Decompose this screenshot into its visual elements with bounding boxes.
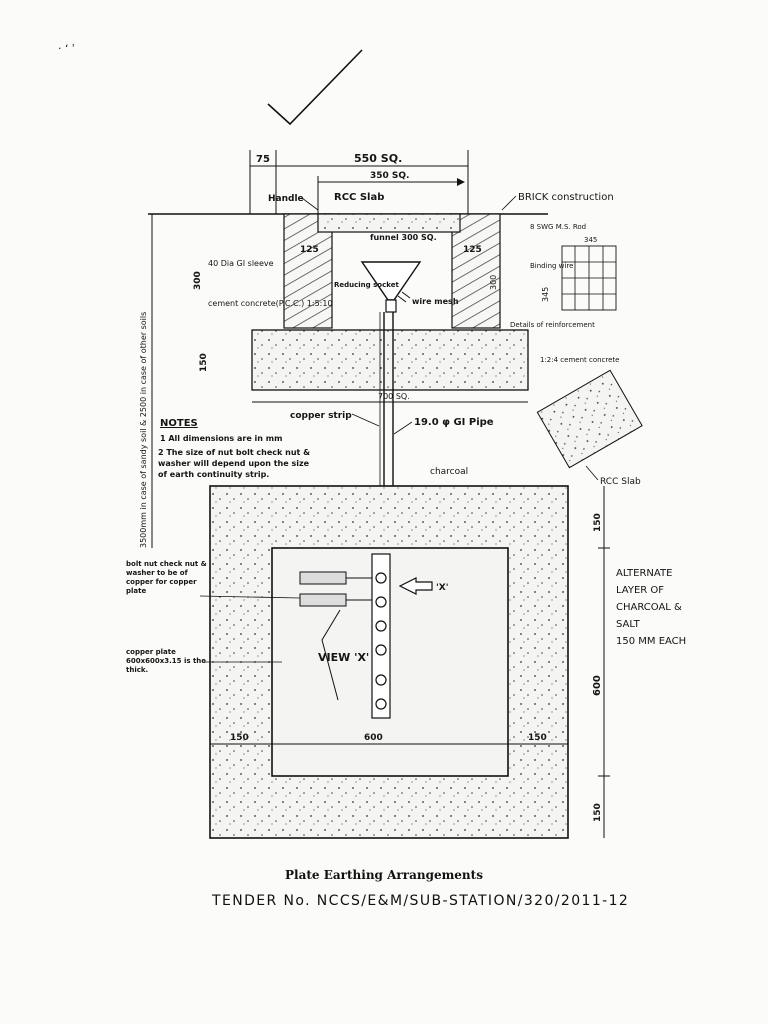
- label-concrete-mix: 1:2:4 cement concrete: [540, 356, 620, 364]
- alt-line-1: ALTERNATE: [616, 568, 672, 579]
- notes-heading: NOTES: [160, 418, 198, 429]
- alt-line-5: 150 MM EACH: [616, 636, 686, 647]
- label-binding-wire: Binding wire: [530, 262, 573, 270]
- top-dimensions: 75 550 SQ. 350 SQ.: [249, 150, 469, 214]
- brick-wall-left: [283, 213, 333, 329]
- dim-wall-height-right: 300: [489, 275, 498, 290]
- rcc-slab: [317, 213, 461, 233]
- label-cement: cement concrete(P.C.C.) 1:5:10: [208, 299, 333, 308]
- label-bolt-note: bolt nut check nut & washer to be of cop…: [126, 560, 207, 595]
- notes-block: NOTES 1 All dimensions are in mm 2 The s…: [158, 418, 311, 479]
- dim-mesh-height: 345: [541, 287, 550, 302]
- brick-wall-right: [451, 213, 501, 329]
- drawing-caption: Plate Earthing Arrangements: [285, 868, 483, 882]
- dim-outer-width: 550 SQ.: [354, 152, 402, 165]
- dim-pit-bottom: 150: [593, 803, 603, 822]
- label-swg: 8 SWG M.S. Rod: [530, 223, 586, 231]
- label-reinforcement: Details of reinforcement: [510, 321, 595, 329]
- dim-pit-top: 150: [593, 513, 603, 532]
- view-x-arrow-icon: [398, 577, 433, 595]
- margin-scribble: · ʻ ʾ: [58, 42, 75, 55]
- chamber-section: [148, 213, 548, 391]
- label-wire-mesh: wire mesh: [412, 297, 459, 306]
- label-rcc-slab-small: RCC Slab: [600, 477, 641, 487]
- label-handle: Handle: [268, 194, 304, 204]
- label-brick: BRICK construction: [518, 192, 614, 203]
- dim-wall-right: 125: [463, 245, 482, 255]
- label-charcoal: charcoal: [430, 467, 468, 477]
- label-view-x: VIEW 'X': [318, 651, 369, 664]
- alt-line-2: LAYER OF: [616, 585, 664, 596]
- note-2: 2 The size of nut bolt check nut & washe…: [158, 448, 311, 479]
- reinforcement-detail: 8 SWG M.S. Rod Binding wire 345 345 Deta…: [510, 223, 617, 329]
- note-1: 1 All dimensions are in mm: [160, 434, 282, 443]
- alt-line-4: SALT: [616, 619, 641, 630]
- label-gi-sleeve: 40 Dia GI sleeve: [208, 259, 274, 268]
- label-reducing-socket: Reducing socket: [334, 281, 399, 289]
- label-x-marker: 'X': [436, 583, 448, 593]
- label-copper-strip: copper strip: [290, 411, 352, 421]
- dim-wall-height: 300: [193, 271, 203, 290]
- dim-wall-left: 125: [300, 245, 319, 255]
- dim-base-width: 700 SQ.: [378, 392, 410, 401]
- label-plate-note: copper plate 600x600x3.15 is the thick.: [126, 648, 207, 674]
- check-mark-icon: [267, 49, 363, 126]
- label-funnel: funnel 300 SQ.: [370, 233, 437, 242]
- dim-pit-plate: 600: [592, 675, 603, 696]
- label-gi-pipe: 19.0 φ GI Pipe: [414, 417, 494, 428]
- dim-pit-left: 150: [230, 733, 249, 743]
- alternate-layer-note: ALTERNATE LAYER OF CHARCOAL & SALT 150 M…: [616, 568, 686, 647]
- tender-number: TENDER No. NCCS/E&M/SUB-STATION/320/2011…: [212, 893, 630, 909]
- dim-pit-center: 600: [364, 733, 383, 743]
- label-depth-note: 3500mm in case of sandy soil & 2500 in c…: [139, 312, 148, 548]
- dim-mesh-width: 345: [584, 236, 597, 244]
- dim-inner-width: 350 SQ.: [370, 171, 409, 181]
- pit-dimensions: 150 600 150 150 600 150: [210, 486, 610, 838]
- label-rcc-slab: RCC Slab: [334, 192, 384, 203]
- dim-top-offset: 75: [256, 154, 270, 165]
- rcc-slab-detail: [536, 369, 643, 469]
- dim-base-height: 150: [199, 353, 209, 372]
- dim-pit-right: 150: [528, 733, 547, 743]
- concrete-base: [251, 329, 529, 391]
- alt-line-3: CHARCOAL &: [616, 602, 682, 613]
